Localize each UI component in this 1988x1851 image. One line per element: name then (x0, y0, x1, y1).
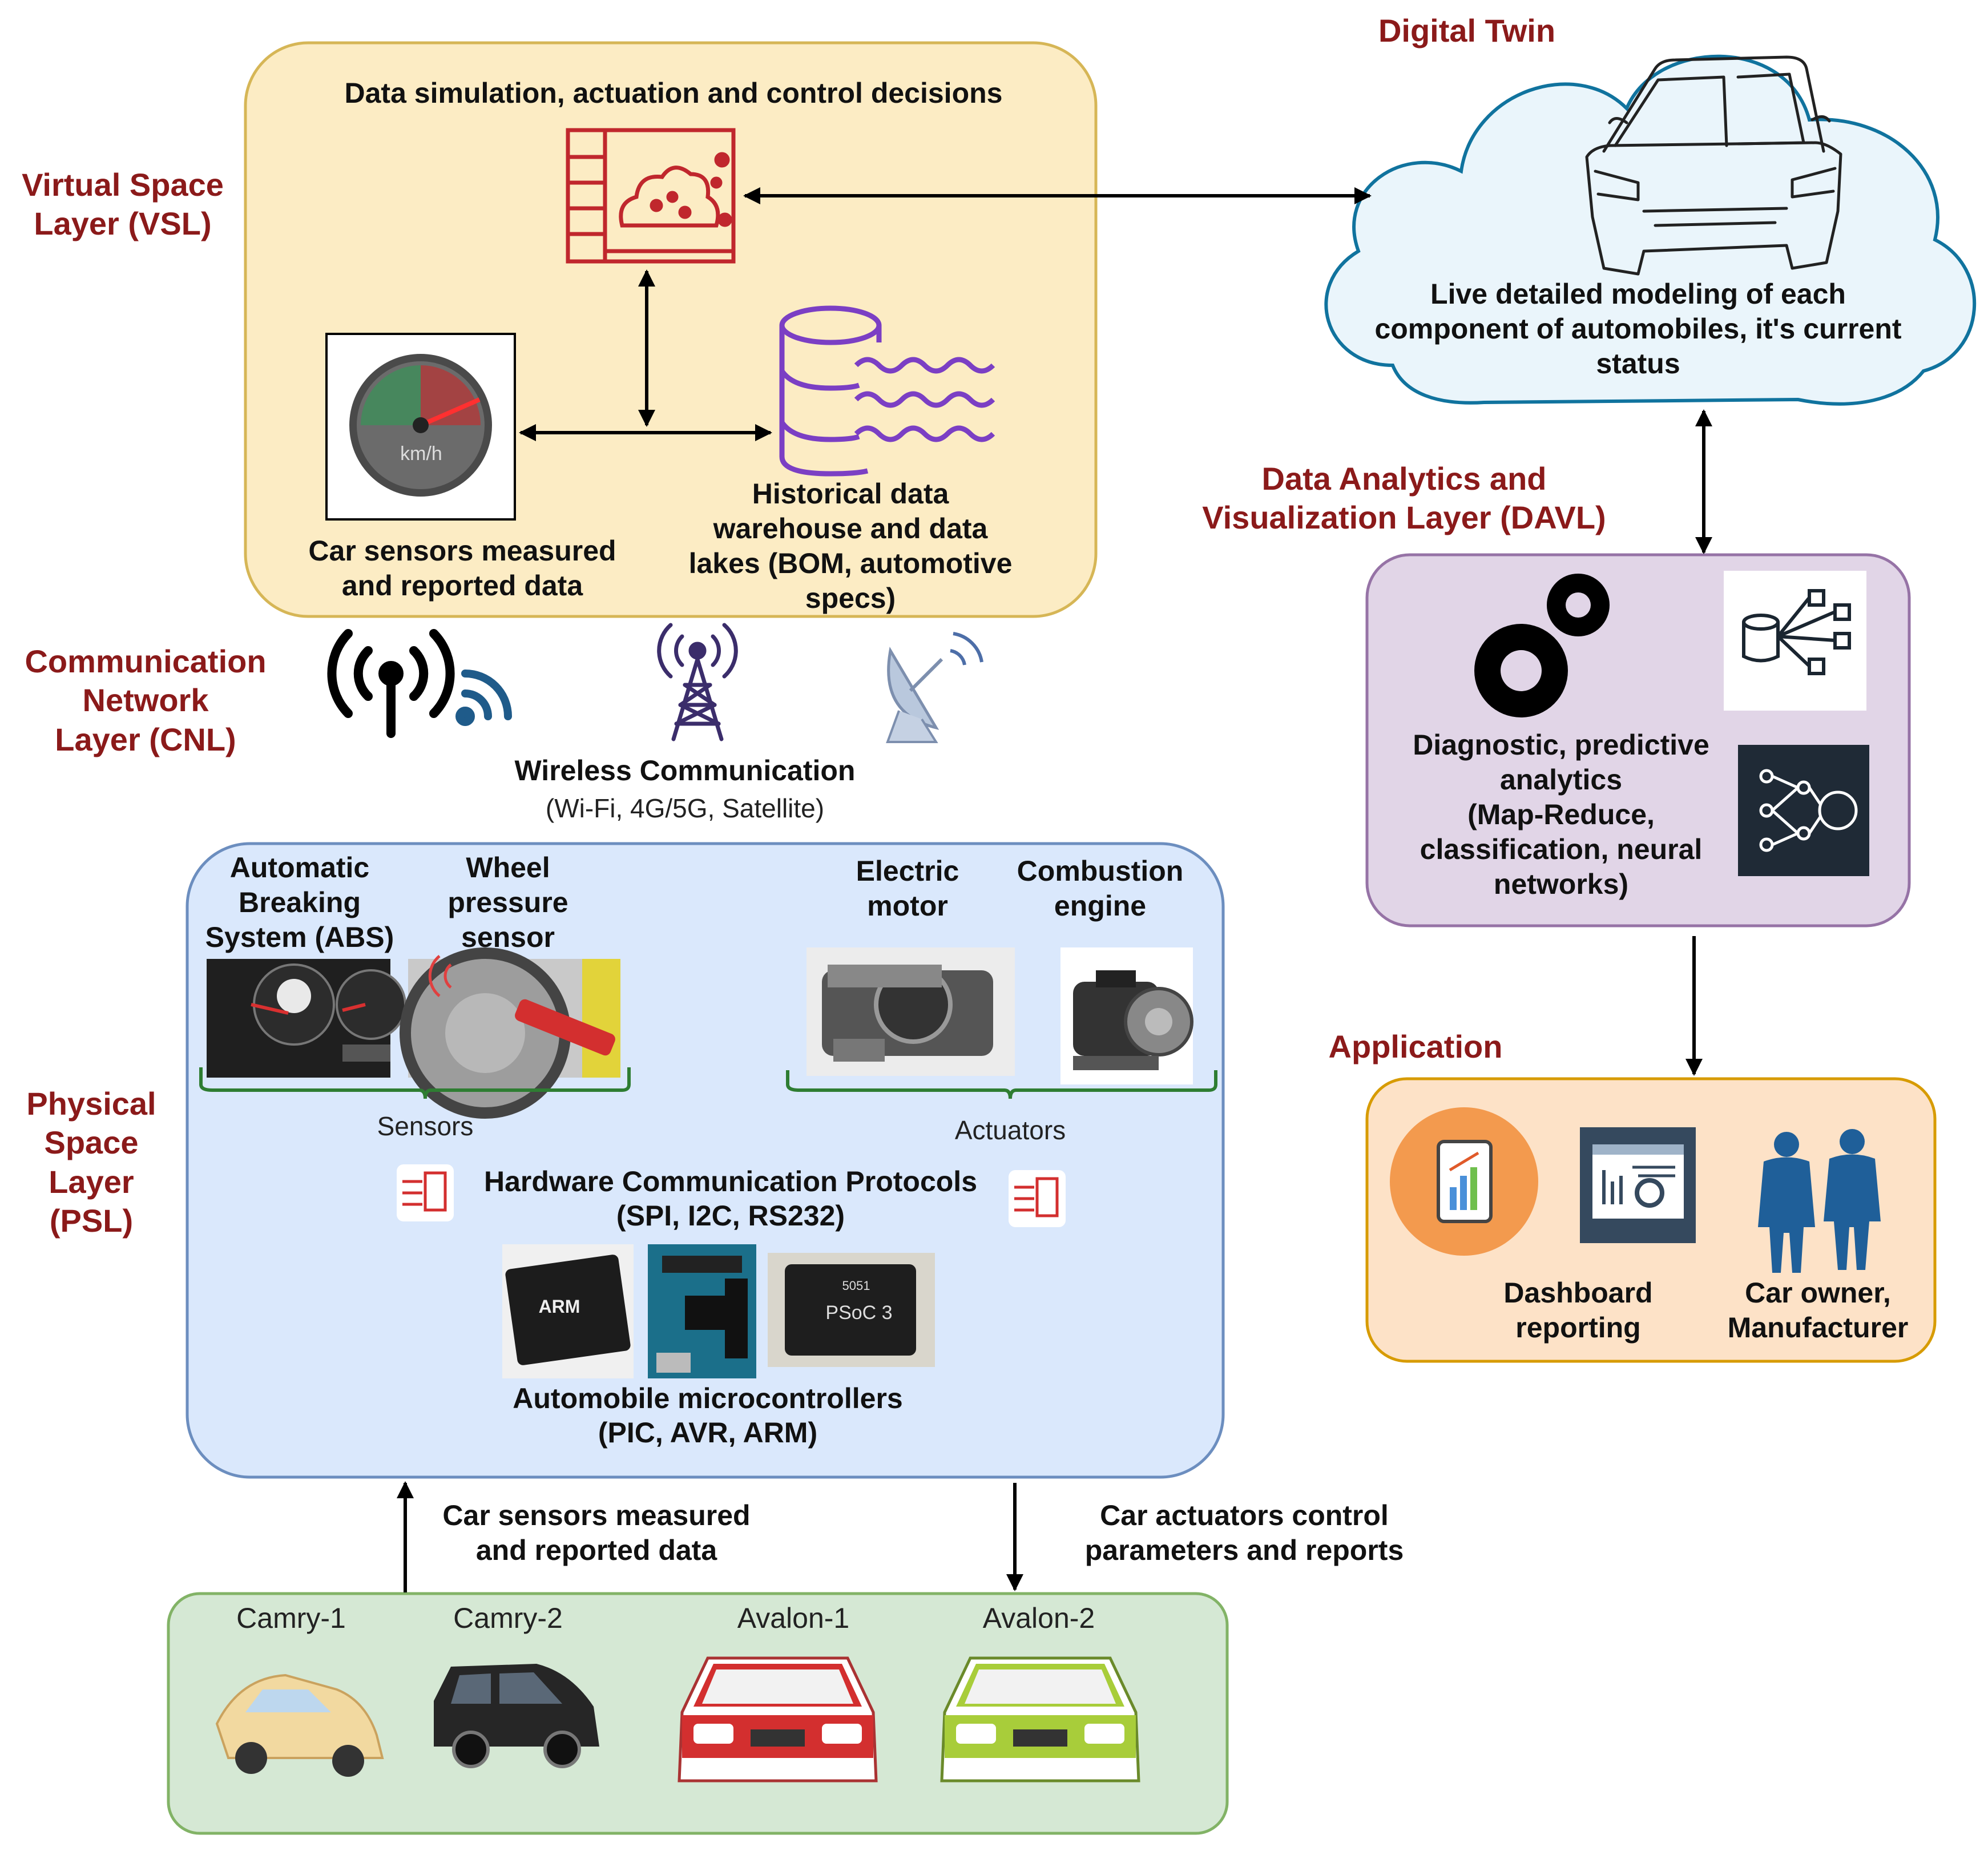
vsl-warehouse-caption: Historical data warehouse and data lakes… (688, 478, 1013, 614)
car-icon-avalon-2 (940, 1656, 1140, 1783)
vsl-layer-label: Virtual Space Layer (VSL) (22, 167, 224, 242)
digital-twin-car-icon (1585, 55, 1842, 276)
cnl-title: Wireless Communication (514, 755, 856, 787)
vsl-title: Data simulation, actuation and control d… (344, 77, 1003, 109)
owner-caption: Car owner, Manufacturer (1727, 1277, 1909, 1344)
wheel-pressure-photo (400, 947, 620, 1119)
actuators-label: Actuators (954, 1115, 1066, 1145)
control-decision-icon (566, 128, 736, 264)
psoc-chip-text: PSoC 3 (825, 1302, 893, 1324)
gauge-unit: km/h (400, 443, 442, 465)
car-icon-camry-1 (215, 1673, 384, 1777)
satellite-dish-icon (886, 632, 983, 743)
car-icon-camry-2 (434, 1664, 599, 1768)
arm-chip-photo (502, 1244, 634, 1378)
abs-label: Automatic Breaking System (ABS) (205, 852, 394, 953)
application-layer-label: Application (1328, 1029, 1503, 1064)
cnl-subtitle: (Wi-Fi, 4G/5G, Satellite) (545, 793, 825, 823)
people-icon (1758, 1129, 1881, 1273)
protocol-icon-left (397, 1164, 454, 1221)
sensors-label: Sensors (377, 1111, 474, 1141)
wifi-signal-icon (455, 670, 512, 726)
mcu-title: Automobile microcontrollers (513, 1382, 903, 1414)
car-icon-avalon-1 (678, 1656, 878, 1783)
tablet-chart-icon (1390, 1107, 1538, 1256)
flow-down-caption: Car actuators control parameters and rep… (1084, 1499, 1404, 1566)
psoc-chip-photo (768, 1253, 935, 1367)
davl-layer-label: Data Analytics and Visualization Layer (… (1202, 461, 1606, 536)
dashboard-caption: Dashboard reporting (1503, 1277, 1653, 1344)
combustion-engine-label: Combustion engine (1017, 855, 1184, 922)
arduino-board-photo (648, 1244, 756, 1378)
psl-layer-label: Physical Space Layer (PSL) (26, 1086, 156, 1239)
speedometer-icon (325, 333, 516, 521)
actuators-brace (786, 1070, 1217, 1099)
vsl-sensors-caption: Car sensors measured and reported data (308, 535, 616, 602)
protocols-subtitle: (SPI, I2C, RS232) (616, 1200, 845, 1232)
mcu-subtitle: (PIC, AVR, ARM) (598, 1417, 818, 1449)
combustion-engine-photo (1060, 947, 1193, 1084)
flow-up-caption: Car sensors measured and reported data (442, 1499, 751, 1566)
protocol-icon-right (1009, 1170, 1066, 1227)
data-warehouse-icon (779, 305, 995, 477)
digital-twin-description: Live detailed modeling of each component… (1374, 278, 1902, 380)
car-label-avalon-1: Avalon-1 (737, 1602, 850, 1634)
car-label-avalon-2: Avalon-2 (982, 1602, 1095, 1634)
car-label-camry-2: Camry-2 (453, 1602, 563, 1634)
digital-twin-label: Digital Twin (1378, 13, 1556, 49)
dashboard-screen-icon (1580, 1127, 1696, 1243)
abs-dashboard-photo (207, 959, 406, 1078)
cell-tower-icon (657, 623, 738, 741)
wifi-antenna-icon (327, 629, 455, 738)
arm-chip-text: ARM (538, 1296, 580, 1317)
protocols-title: Hardware Communication Protocols (483, 1166, 978, 1197)
data-flow-icon (1724, 571, 1866, 711)
electric-motor-label: Electric motor (856, 855, 959, 922)
electric-motor-photo (807, 947, 1015, 1076)
wheel-pressure-label: Wheel pressure sensor (447, 852, 568, 953)
davl-description: Diagnostic, predictive analytics (Map-Re… (1413, 729, 1709, 900)
neural-network-icon (1738, 745, 1869, 876)
psoc-chip-code: 5051 (842, 1279, 870, 1293)
car-label-camry-1: Camry-1 (236, 1602, 346, 1634)
sensors-brace (199, 1067, 631, 1099)
gears-icon (1474, 574, 1610, 717)
cnl-layer-label: Communication Network Layer (CNL) (25, 643, 267, 757)
